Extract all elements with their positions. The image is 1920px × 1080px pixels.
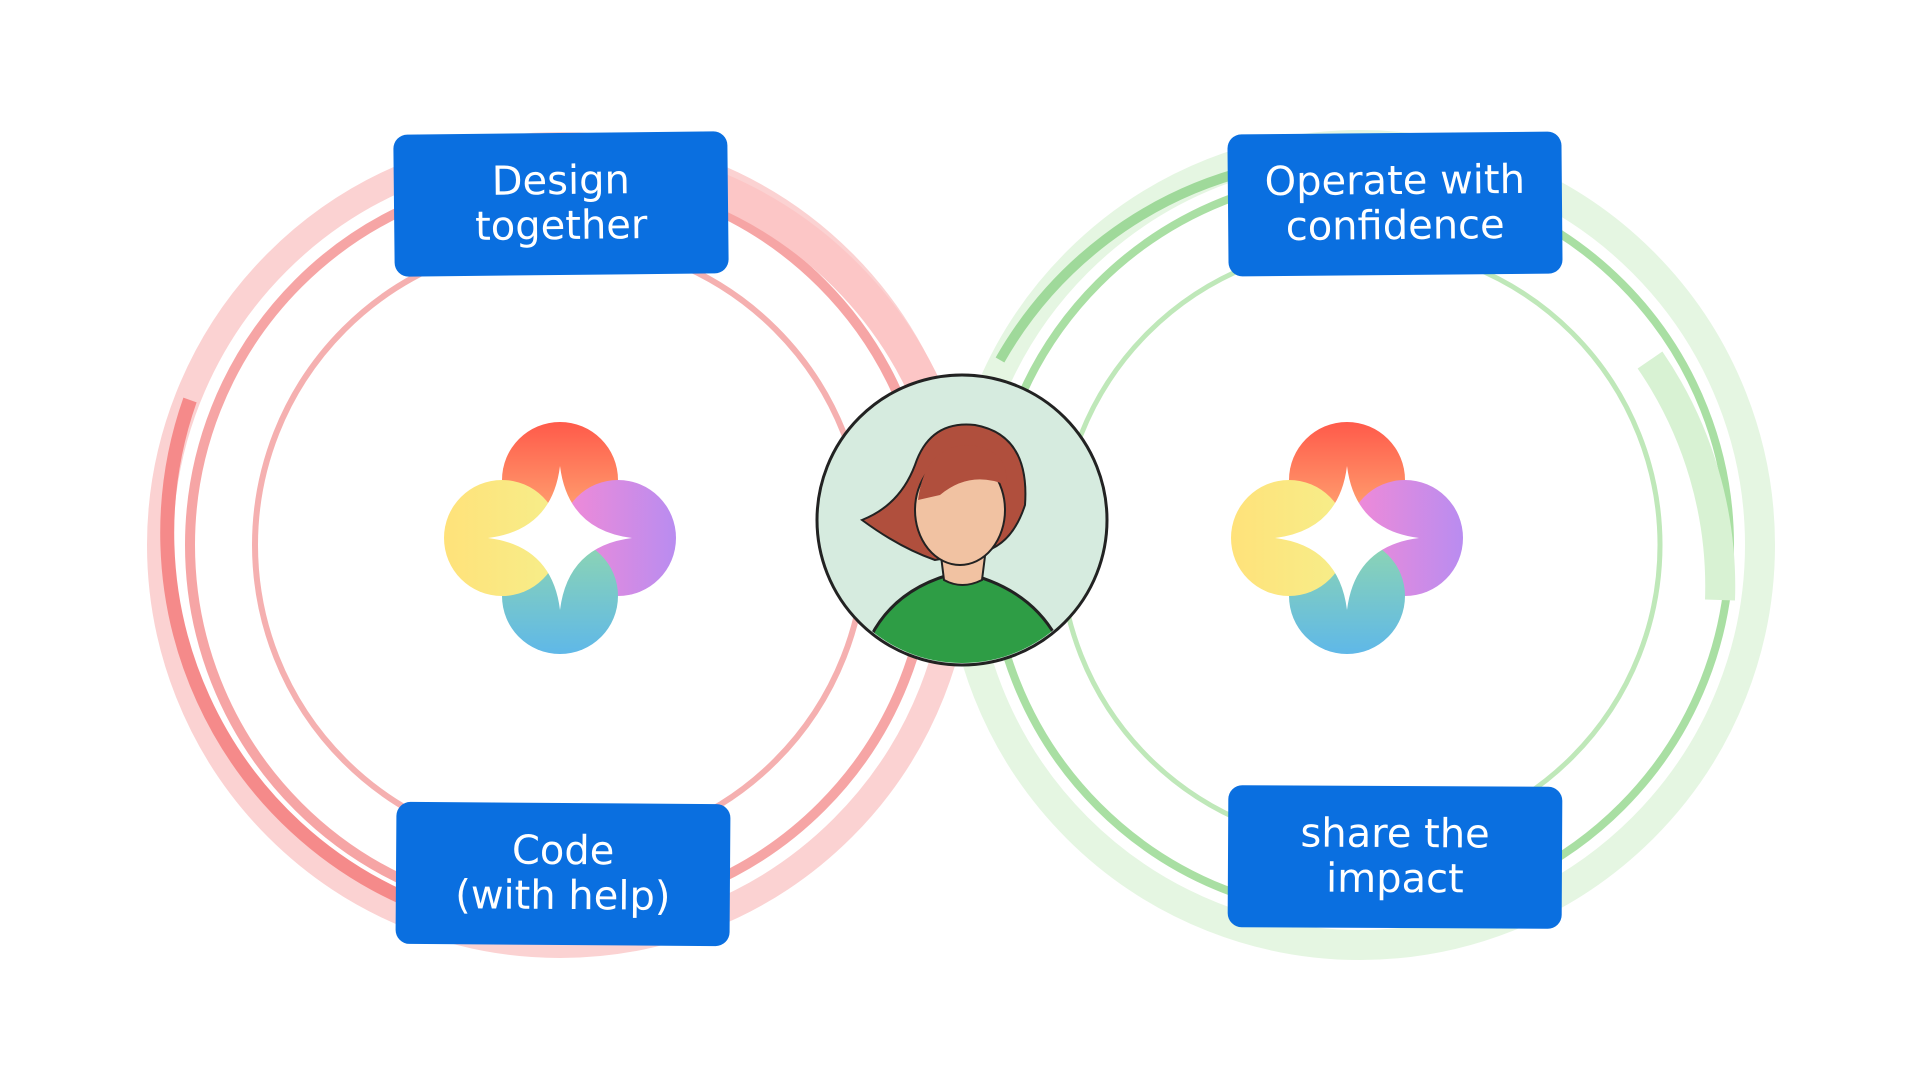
right-sparkle-icon	[1231, 422, 1463, 654]
share-the-impact-label: share the impact	[1227, 785, 1563, 929]
left-sparkle-icon	[444, 422, 676, 654]
design-together-label: Design together	[393, 131, 729, 277]
person-avatar-icon	[815, 373, 1109, 667]
code-with-help-label: Code (with help)	[395, 801, 731, 947]
operate-with-confidence-label: Operate with confidence	[1227, 131, 1563, 277]
